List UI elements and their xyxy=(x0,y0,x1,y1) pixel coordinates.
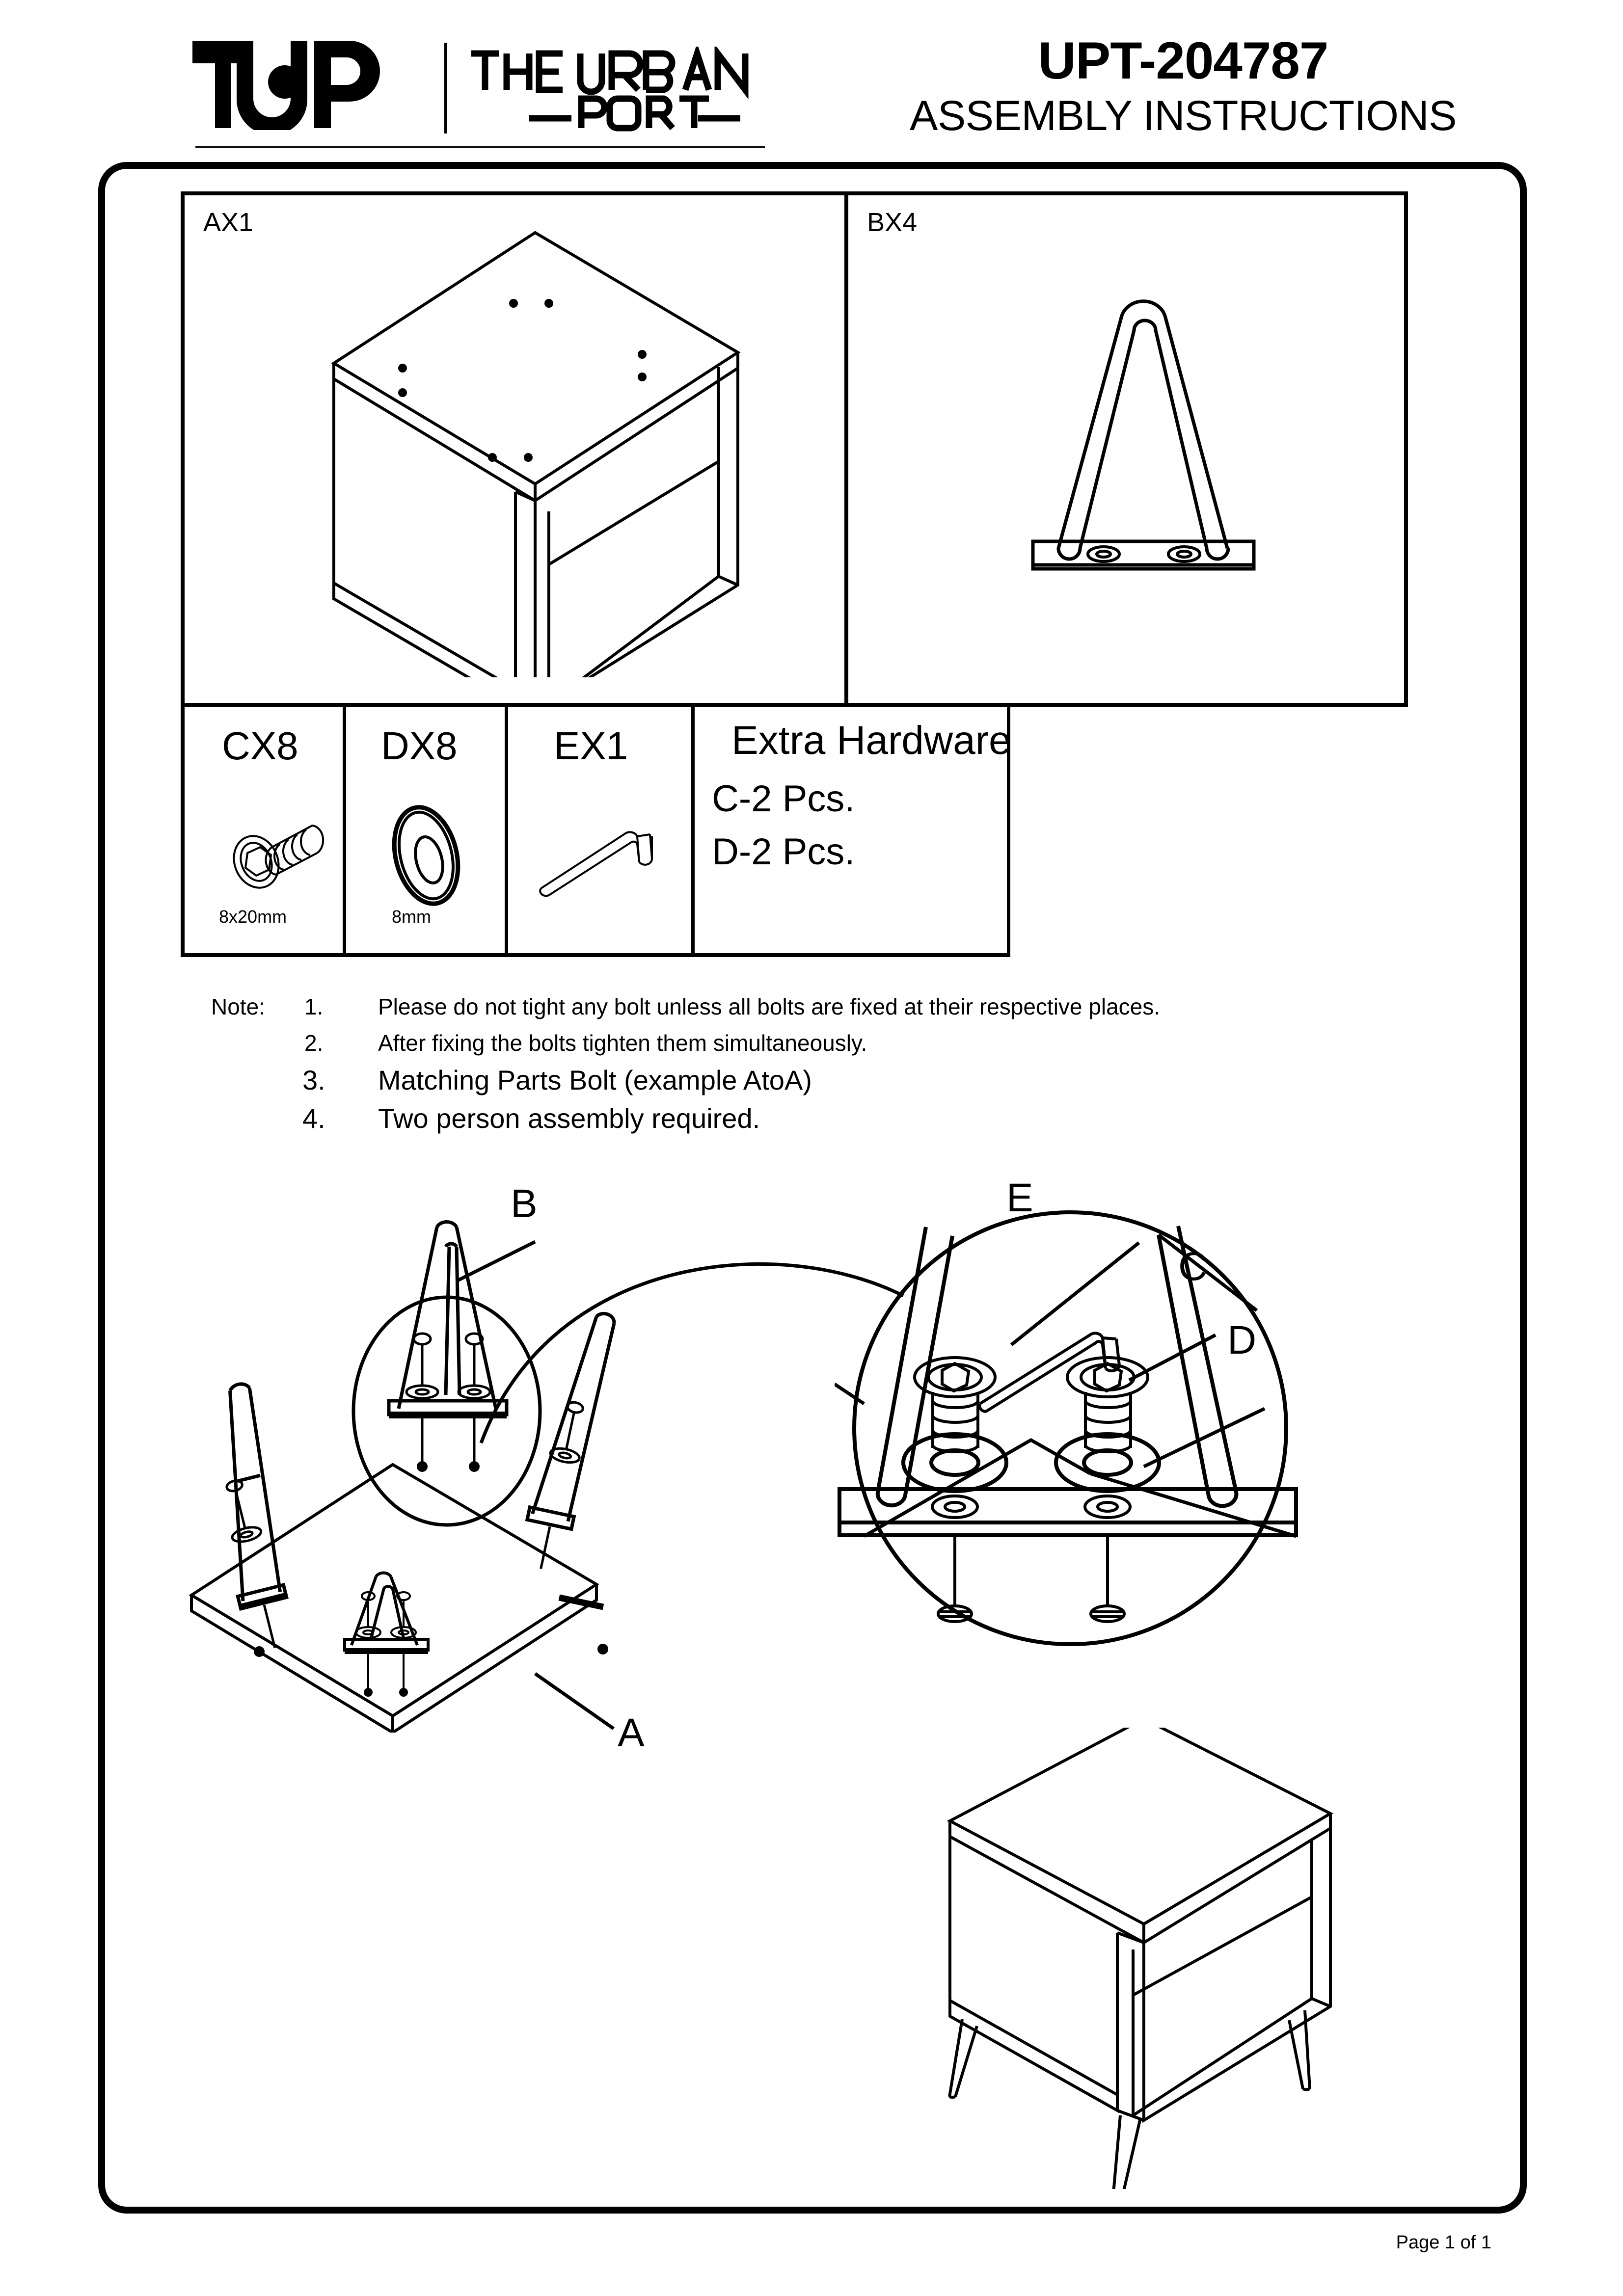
page-number: Page 1 of 1 xyxy=(1396,2232,1491,2253)
page-title: ASSEMBLY INSTRUCTIONS xyxy=(909,92,1457,139)
table-rule-top xyxy=(181,191,1408,195)
table-rule-v-de xyxy=(505,703,508,957)
extra-hardware-item-d: D-2 Pcs. xyxy=(712,831,855,873)
logo-divider xyxy=(444,43,447,133)
parts-table: AX1 xyxy=(181,191,1408,957)
hex-bolt-icon xyxy=(233,825,325,889)
extra-hardware-title: Extra Hardware xyxy=(731,718,1011,763)
assembly-exploded-diagram xyxy=(189,1220,616,1733)
hardware-label-d: DX8 xyxy=(381,724,458,768)
table-rule-v-extra-right xyxy=(1007,703,1010,957)
hardware-size-c: 8x20mm xyxy=(219,907,287,927)
callout-label-b: B xyxy=(511,1181,538,1226)
brand-wordmark-icon xyxy=(471,47,749,132)
hairpin-leg-icon xyxy=(1031,299,1256,571)
table-rule-mid xyxy=(181,703,1408,707)
document-title-block: UPT-204787 ASSEMBLY INSTRUCTIONS xyxy=(864,34,1502,147)
table-rule-left xyxy=(181,191,185,957)
detail-connector-arc xyxy=(479,1262,904,1444)
allen-key-icon xyxy=(539,831,653,897)
page-header: UPT-204787 ASSEMBLY INSTRUCTIONS xyxy=(0,0,1623,162)
finished-product-illustration xyxy=(947,1728,1334,2189)
table-rule-right xyxy=(1404,191,1408,707)
tup-monogram-icon xyxy=(192,41,380,130)
hardware-size-d: 8mm xyxy=(392,907,431,927)
note-text-3: Matching Parts Bolt (example AtoA) xyxy=(378,1065,812,1095)
part-label-b: BX4 xyxy=(867,208,918,237)
hardware-label-e: EX1 xyxy=(554,724,628,768)
washer-icon xyxy=(392,805,460,906)
note-text-1: Please do not tight any bolt unless all … xyxy=(378,994,1161,1019)
callout-label-a: A xyxy=(618,1710,645,1755)
notes-label: Note: xyxy=(211,994,265,1019)
brand-logo xyxy=(191,37,776,148)
product-code: UPT-204787 xyxy=(1038,31,1329,90)
table-rule-v-ex xyxy=(691,703,695,957)
cube-frame-icon xyxy=(331,231,741,677)
detail-view-circle xyxy=(835,1210,1298,1646)
table-rule-v-ab xyxy=(844,191,848,707)
part-label-a: AX1 xyxy=(203,208,254,237)
note-text-2: After fixing the bolts tighten them simu… xyxy=(378,1030,867,1056)
note-number-3: 3. xyxy=(302,1065,325,1095)
note-text-4: Two person assembly required. xyxy=(378,1103,760,1134)
callout-label-e: E xyxy=(1006,1175,1033,1220)
note-number-2: 2. xyxy=(304,1030,324,1056)
logo-underline xyxy=(195,146,765,148)
callout-label-c: C xyxy=(1178,1244,1208,1289)
hardware-label-c: CX8 xyxy=(222,724,298,768)
callout-label-d: D xyxy=(1227,1318,1257,1362)
note-number-1: 1. xyxy=(304,994,324,1019)
table-rule-bottom xyxy=(181,953,1010,957)
note-number-4: 4. xyxy=(302,1103,325,1134)
notes-block: Note: 1. Please do not tight any bolt un… xyxy=(211,991,1438,1134)
extra-hardware-item-c: C-2 Pcs. xyxy=(712,778,855,820)
table-rule-v-cd xyxy=(343,703,346,957)
callout-leader-a xyxy=(534,1672,615,1730)
content-frame xyxy=(98,162,1527,2214)
